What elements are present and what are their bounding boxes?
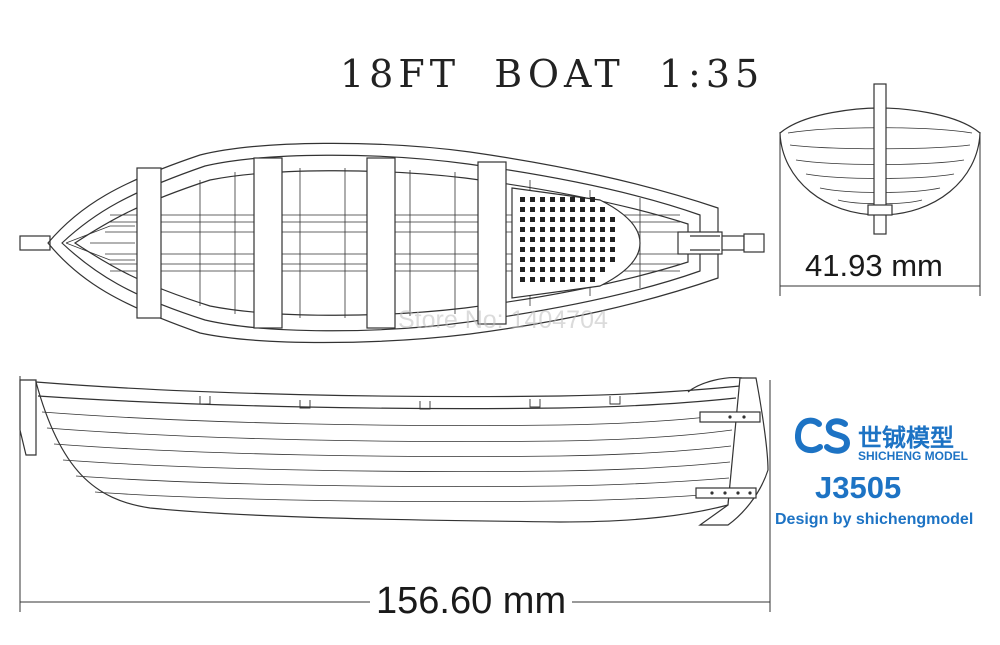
side-gunwale-line bbox=[37, 395, 737, 410]
plan-rudder-fitting bbox=[677, 231, 765, 255]
store-watermark: Store No: 1404704 bbox=[398, 306, 608, 334]
side-oar-notches bbox=[199, 396, 621, 410]
plan-bow-detail bbox=[65, 225, 135, 261]
side-tiller bbox=[687, 377, 743, 393]
side-view bbox=[19, 377, 769, 526]
plan-grating-holes bbox=[520, 197, 615, 282]
brand-name-english: SHICHENG MODEL bbox=[858, 449, 969, 463]
end-stern-post bbox=[873, 83, 887, 235]
side-hull-outline bbox=[35, 381, 741, 523]
end-view bbox=[779, 83, 981, 235]
designer-credit: Design by shichengmodel bbox=[775, 511, 974, 528]
drawing-title: 18FT BOAT 1:35 bbox=[340, 52, 765, 96]
model-code: J3505 bbox=[815, 470, 902, 505]
brand-name-chinese: 世铖模型 bbox=[858, 424, 954, 452]
side-stem-post bbox=[19, 379, 37, 456]
plan-thwarts bbox=[136, 157, 507, 329]
plan-view bbox=[19, 142, 765, 344]
length-dimension-label: 156.60 mm bbox=[370, 580, 573, 623]
shicheng-logo-icon bbox=[795, 417, 851, 454]
end-keel bbox=[867, 204, 893, 216]
width-dimension-label: 41.93 mm bbox=[805, 248, 943, 283]
side-planks bbox=[41, 411, 734, 502]
end-hull-outline bbox=[779, 107, 981, 216]
side-hinge-pins bbox=[710, 415, 752, 495]
plan-stem-post bbox=[19, 235, 51, 251]
